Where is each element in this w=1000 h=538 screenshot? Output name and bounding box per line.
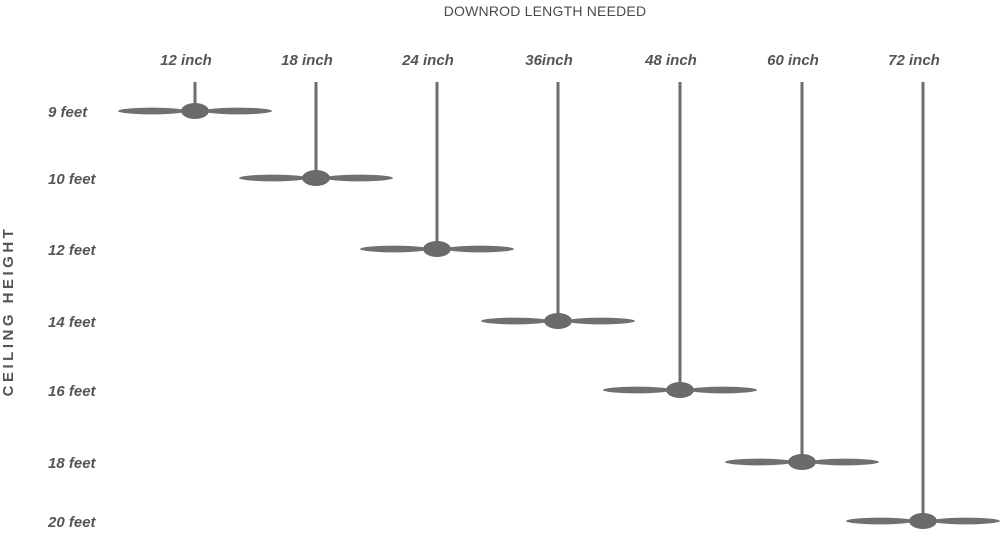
fan-blade-right: [325, 174, 393, 182]
fan-blade-left: [239, 174, 307, 182]
fan-blade-right: [689, 386, 757, 394]
ceiling-fan-icon: [118, 82, 272, 119]
ceiling-fan-icon: [481, 82, 635, 329]
fan-motor-hub: [302, 170, 330, 186]
ceiling-fan-icon: [239, 82, 393, 186]
fan-motor-hub: [909, 513, 937, 529]
downrod-length-label: 72 inch: [888, 52, 940, 69]
fan-blade-right: [811, 458, 879, 466]
ceiling-fan-icon: [603, 82, 757, 398]
ceiling-fan-icon: [725, 82, 879, 470]
downrod-length-label: 24 inch: [401, 52, 454, 69]
downrod-length-label: 18 inch: [281, 52, 333, 69]
fan-blade-right: [204, 107, 272, 115]
ceiling-height-label: 20 feet: [47, 514, 97, 531]
fan-blade-right: [446, 245, 514, 253]
ceiling-height-axis-label: CEILING HEIGHT: [0, 226, 17, 397]
fan-blade-left: [481, 317, 549, 325]
fan-motor-hub: [666, 382, 694, 398]
downrod-length-label: 36inch: [525, 52, 573, 69]
fan-blade-left: [360, 245, 428, 253]
downrod-length-label: 12 inch: [160, 52, 212, 69]
fan-blade-right: [567, 317, 635, 325]
fan-blade-left: [118, 107, 186, 115]
fan-blade-left: [725, 458, 793, 466]
downrod-length-label: 60 inch: [767, 52, 819, 69]
fan-blade-left: [846, 517, 914, 525]
fan-motor-hub: [544, 313, 572, 329]
diagram-title: DOWNROD LENGTH NEEDED: [444, 3, 647, 19]
ceiling-fan-icon: [360, 82, 514, 257]
ceiling-height-label: 18 feet: [48, 455, 97, 472]
fan-illustrations: [118, 82, 1000, 529]
ceiling-height-label: 16 feet: [48, 383, 97, 400]
ceiling-height-label: 9 feet: [48, 104, 88, 121]
fan-motor-hub: [181, 103, 209, 119]
fan-blade-right: [932, 517, 1000, 525]
ceiling-height-label: 12 feet: [48, 242, 97, 259]
fan-motor-hub: [423, 241, 451, 257]
ceiling-height-row-labels: 9 feet 10 feet 12 feet 14 feet 16 feet 18 fee…: [47, 104, 97, 531]
ceiling-height-label: 14 feet: [48, 314, 97, 331]
fan-motor-hub: [788, 454, 816, 470]
ceiling-fan-icon: [846, 82, 1000, 529]
ceiling-height-label: 10 feet: [48, 171, 97, 188]
fan-blade-left: [603, 386, 671, 394]
downrod-column-labels: 12 inch 18 inch 24 inch 36inch 48 inch 60 inc…: [160, 52, 940, 69]
downrod-length-label: 48 inch: [644, 52, 697, 69]
